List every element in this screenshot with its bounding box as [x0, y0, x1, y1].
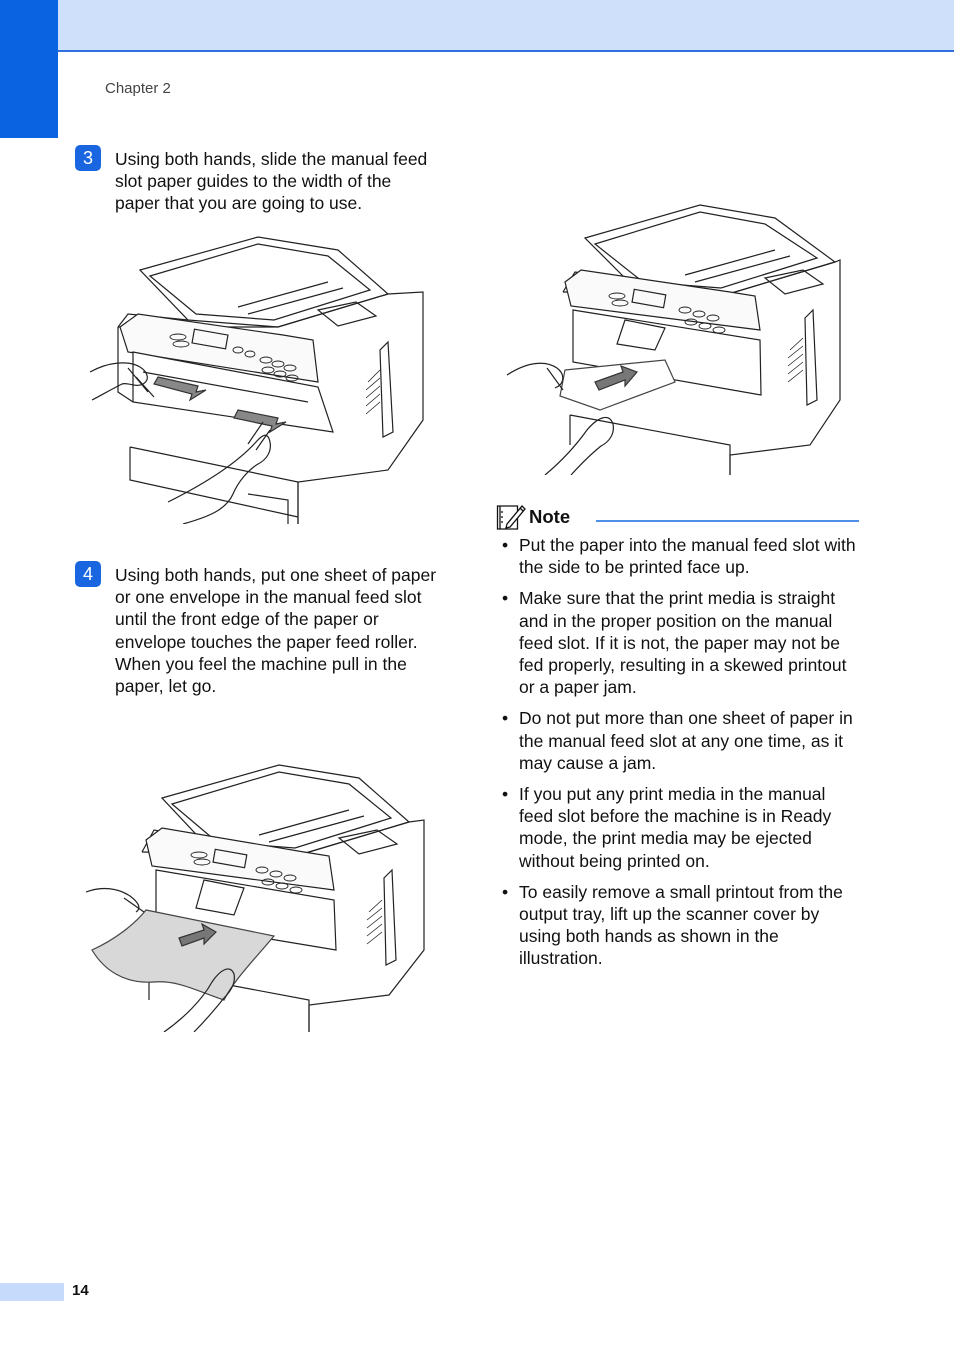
- note-item: •If you put any print media in the manua…: [502, 784, 832, 871]
- header-band: [0, 0, 954, 52]
- bullet: •: [502, 708, 509, 729]
- note-item: •Put the paper into the manual feed slot…: [502, 535, 856, 578]
- note-divider: [596, 520, 859, 522]
- note-item: •To easily remove a small printout from …: [502, 881, 843, 969]
- note-title: Note: [529, 506, 571, 527]
- note-item: •Do not put more than one sheet of paper…: [502, 708, 853, 773]
- footer-band: [0, 1283, 64, 1301]
- page-number: 14: [72, 1282, 89, 1299]
- chapter-label: Chapter 2: [105, 80, 171, 97]
- chapter-side-tab: [0, 0, 58, 138]
- printer-illustration-insert-paper: [84, 760, 429, 1032]
- step-3-marker: 3: [75, 145, 101, 171]
- step-3-text: Using both hands, slide the manual feed …: [115, 149, 428, 214]
- printer-illustration-paper-in-slot: [505, 200, 850, 475]
- printer-illustration-slide-guides: [88, 232, 433, 524]
- bullet: •: [502, 588, 509, 609]
- step-4-text: Using both hands, put one sheet of paper…: [115, 565, 437, 697]
- note-list: •Put the paper into the manual feed slot…: [500, 534, 862, 979]
- bullet: •: [502, 881, 509, 902]
- note-pencil-icon: [496, 503, 526, 531]
- step-4-marker: 4: [75, 561, 101, 587]
- bullet: •: [502, 784, 509, 805]
- note-header: Note: [496, 503, 861, 531]
- note-item: •Make sure that the print media is strai…: [502, 588, 847, 698]
- bullet: •: [502, 535, 509, 555]
